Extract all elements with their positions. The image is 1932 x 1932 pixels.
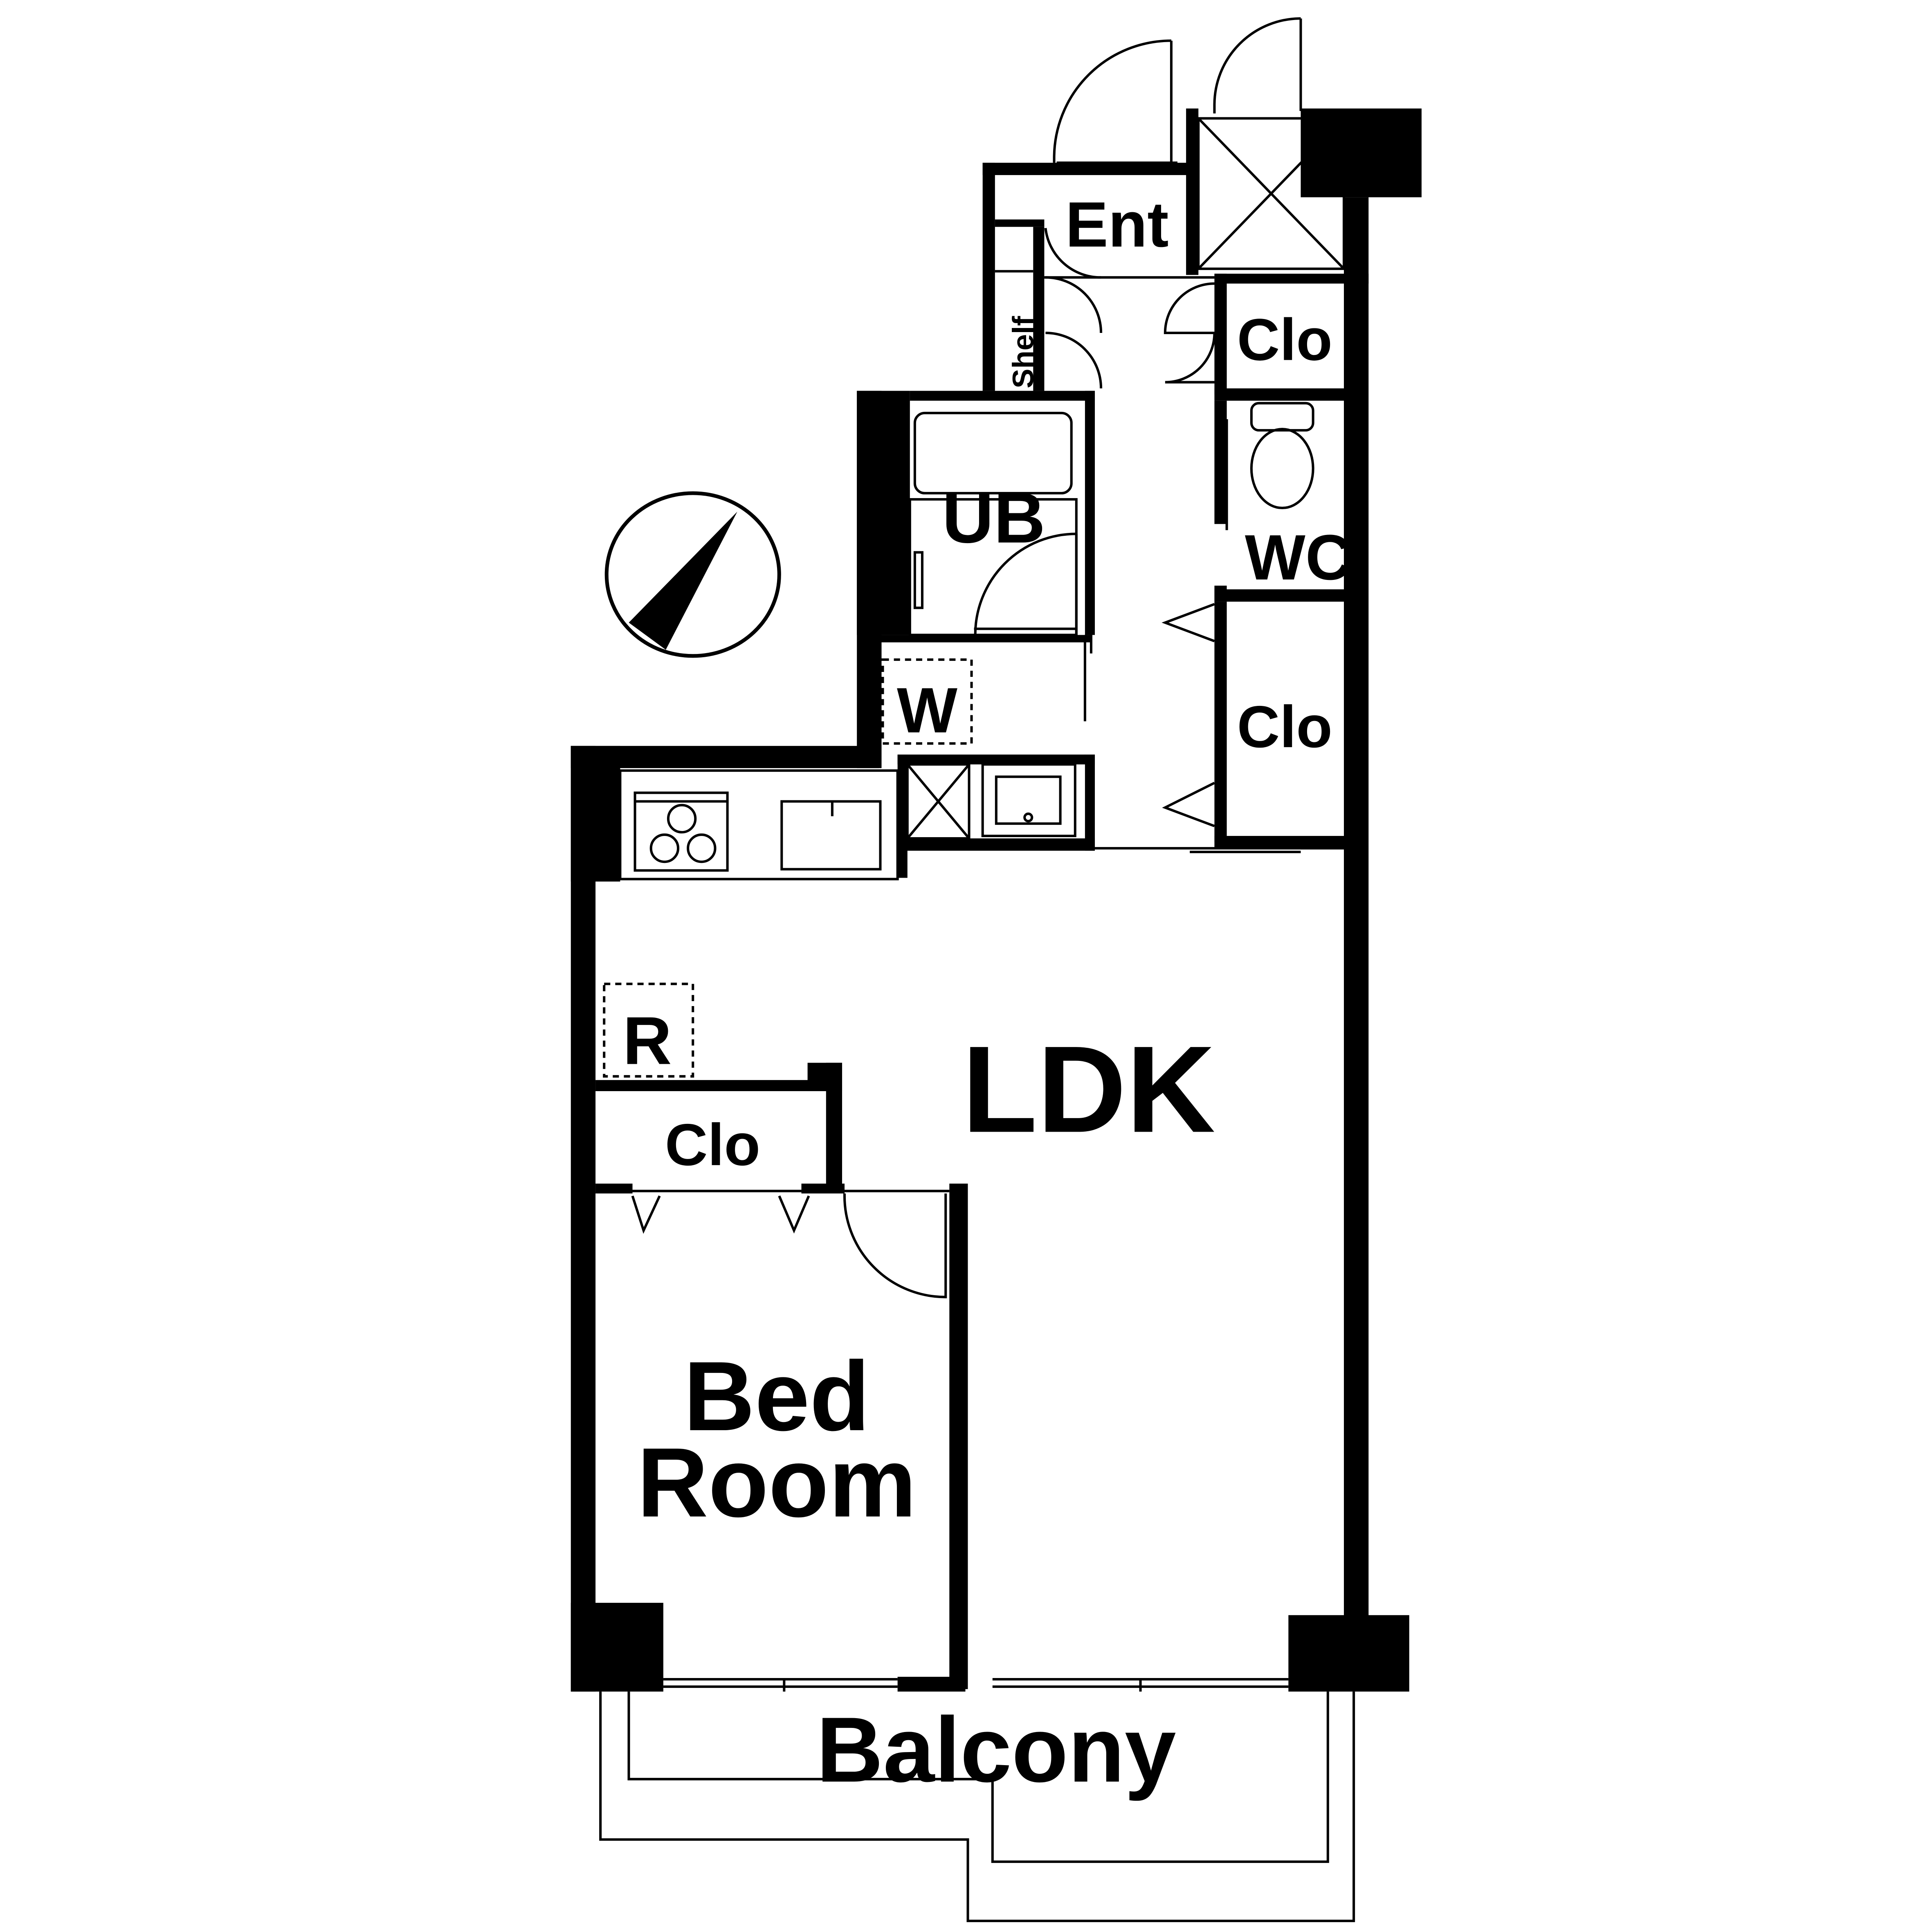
bathtub (913, 411, 1073, 494)
label-bedroom-1: Bed (683, 1341, 870, 1451)
balcony-railing (599, 1692, 1355, 1922)
label-closet-entrance: Clo (1237, 306, 1332, 373)
kitchen-counter (619, 769, 899, 881)
label-entrance: Ent (1065, 189, 1169, 261)
label-closet-bedroom: Clo (665, 1112, 760, 1178)
fixtures (599, 17, 1355, 1922)
pipe-shaft (1197, 117, 1346, 270)
entrance-door (1053, 39, 1171, 163)
interior-walls (595, 219, 1350, 1689)
label-closet-hall: Clo (1237, 694, 1332, 760)
label-unit-bath: UB (942, 478, 1046, 558)
label-bedroom-2: Room (637, 1428, 917, 1538)
duct (906, 763, 970, 840)
label-balcony: Balcony (816, 1698, 1176, 1801)
bedroom-door (843, 1193, 947, 1298)
fridge-space (603, 982, 694, 1078)
stove (634, 791, 729, 872)
toilet-tank (1250, 402, 1314, 432)
label-washer: W (897, 675, 957, 746)
label-toilet: WC (1245, 522, 1352, 593)
room-labels: LDK Bed Room Balcony Ent UB WC W R Clo C… (623, 189, 1352, 1801)
label-shelf: Shelf (1007, 316, 1040, 389)
north-arrow-icon (604, 491, 781, 658)
exterior-walls (571, 108, 1422, 1692)
label-ldk: LDK (962, 1020, 1215, 1158)
wash-basin (981, 763, 1076, 837)
label-fridge: R (623, 1003, 672, 1079)
washer-space (881, 658, 973, 745)
toilet-bowl (1250, 428, 1314, 510)
